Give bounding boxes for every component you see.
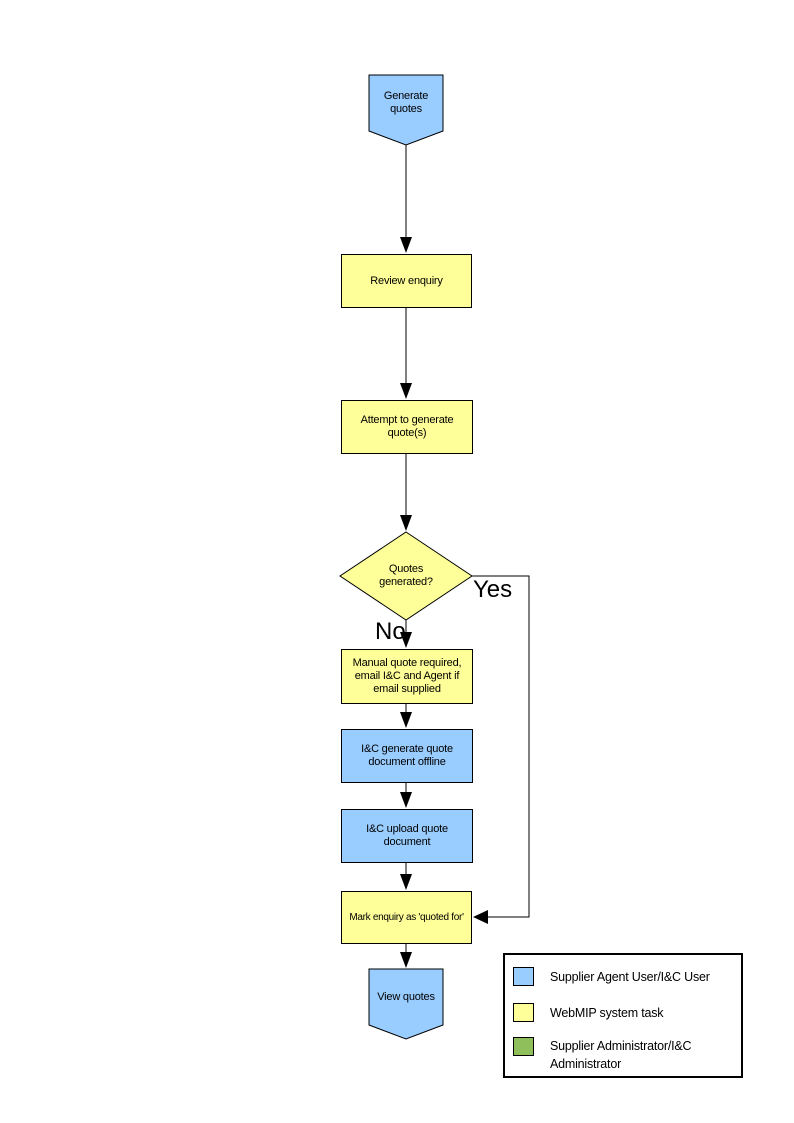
legend-item-admin: Supplier Administrator/I&C Administrator	[513, 1037, 737, 1073]
legend-label-webmip: WebMIP system task	[550, 1005, 664, 1020]
process-generate-offline: I&C generate quote document offline	[341, 729, 473, 783]
process-review-enquiry: Review enquiry	[341, 254, 472, 308]
arrowhead-end	[400, 952, 412, 968]
legend-swatch-yellow	[513, 1003, 534, 1022]
arrowhead-review	[400, 237, 412, 253]
legend-item-webmip: WebMIP system task	[513, 1003, 737, 1022]
end-terminator-shape	[368, 968, 444, 1040]
legend-label-admin: Supplier Administrator/I&C Administrator	[550, 1039, 692, 1071]
legend-box: Supplier Agent User/I&C User WebMIP syst…	[503, 953, 743, 1078]
connector-yes-branch	[472, 575, 530, 918]
legend-swatch-green	[513, 1037, 534, 1056]
start-terminator-shape	[368, 74, 444, 146]
arrowhead-upload	[400, 792, 412, 808]
process-attempt-generate: Attempt to generate quote(s)	[341, 400, 473, 454]
arrowhead-offline	[400, 712, 412, 728]
legend-swatch-blue	[513, 967, 534, 986]
process-manual-quote: Manual quote required, email I&C and Age…	[341, 649, 473, 704]
arrowhead-manual	[400, 632, 412, 648]
process-mark-quoted: Mark enquiry as 'quoted for'	[341, 891, 472, 944]
no-branch-label: No	[375, 618, 406, 645]
process-upload-document: I&C upload quote document	[341, 809, 473, 863]
legend-item-supplier-agent: Supplier Agent User/I&C User	[513, 967, 737, 986]
legend-label-supplier-agent: Supplier Agent User/I&C User	[550, 969, 710, 984]
arrowhead-mark	[400, 874, 412, 890]
arrowhead-attempt	[400, 383, 412, 399]
decision-diamond-shape	[339, 531, 473, 621]
arrowhead-mark-right	[473, 910, 488, 924]
yes-branch-label: Yes	[473, 576, 513, 603]
arrowhead-decision	[400, 515, 412, 531]
